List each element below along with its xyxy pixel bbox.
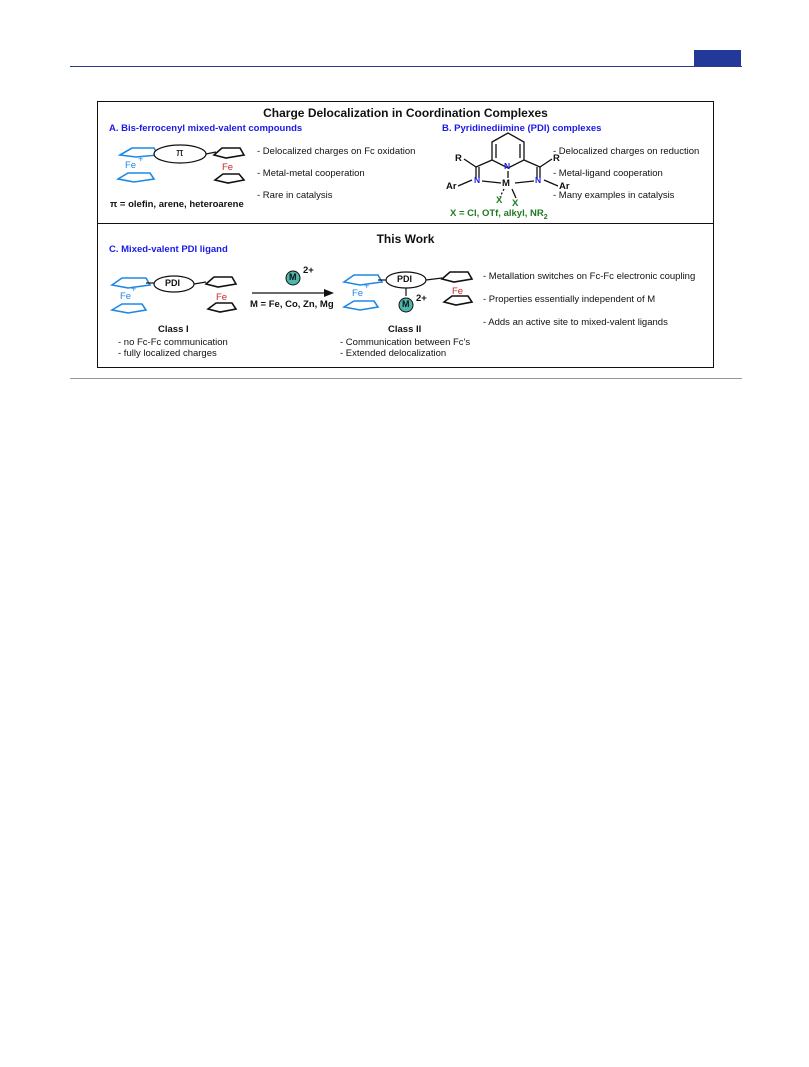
class-2-note-2: - Extended delocalization [340, 348, 447, 359]
panel-a-fe-neutral: Fe [222, 162, 234, 173]
panel-c-heading: C. Mixed-valent PDI ligand [109, 244, 228, 255]
this-work-title: This Work [376, 232, 435, 246]
class-1-note-1: - no Fc-Fc communication [118, 337, 228, 348]
panel-a-charge: + [138, 154, 144, 165]
panel-a-heading: A. Bis-ferrocenyl mixed-valent compounds [109, 123, 303, 134]
panel-c-fe-neutral: Fe [216, 292, 228, 303]
panel-c-pdi-start: PDI [165, 278, 181, 288]
panel-c-charge: + [131, 284, 137, 295]
panel-c-fe-oxidized-product: Fe [352, 288, 364, 299]
footer-rule [70, 378, 742, 379]
pdi-atom-ar-right: Ar [559, 181, 570, 192]
metal-reagent-circle [285, 270, 301, 286]
class-1-note-2: - fully localized charges [118, 348, 217, 359]
panel-c-ferrocenium-product [341, 274, 386, 311]
metal-product-circle [398, 297, 414, 313]
panel-c-bullet-2: - Properties essentially independent of … [483, 294, 656, 305]
class-2-label: Class II [388, 324, 422, 335]
pdi-atom-n-pyridine: N [504, 161, 511, 171]
panel-c-ferrocenium [109, 277, 154, 314]
figure-title: Charge Delocalization in Coordination Co… [263, 106, 548, 120]
panel-a-bullet-2: - Metal-metal cooperation [257, 168, 365, 179]
panel-a-bridge-label: π [176, 147, 184, 159]
pdi-atom-x2: X [512, 198, 519, 209]
reagent-metal: M [289, 272, 297, 282]
panel-b-bullet-2: - Metal-ligand cooperation [553, 168, 663, 179]
panel-c-bullet-1: - Metallation switches on Fc-Fc electron… [483, 271, 696, 282]
pdi-atom-n-right: N [535, 175, 542, 185]
pdi-skeleton [457, 132, 559, 199]
class-1-label: Class I [158, 324, 189, 335]
panel-a-bullet-1: - Delocalized charges on Fc oxidation [257, 146, 416, 157]
panel-c-ferrocene-product [440, 271, 474, 306]
panel-divider [98, 223, 713, 224]
panel-b-bullet-3: - Many examples in catalysis [553, 190, 675, 201]
header-color-tab [694, 50, 741, 66]
figure-box: Charge Delocalization in Coordination Co… [97, 101, 714, 368]
panel-b-heading: B. Pyridinediimine (PDI) complexes [442, 123, 602, 134]
panel-b-bullet-1: - Delocalized charges on reduction [553, 146, 700, 157]
panel-a-bullet-3: - Rare in catalysis [257, 190, 333, 201]
panel-c-fe-neutral-product: Fe [452, 286, 464, 297]
header-rule [70, 66, 742, 67]
panel-c-charge-product: + [364, 281, 370, 292]
pdi-atom-ar-left: Ar [446, 181, 457, 192]
reagent-metal-charge: 2+ [303, 265, 314, 276]
pdi-atom-r1: R [455, 153, 462, 164]
panel-c-ferrocene-start [204, 276, 238, 313]
panel-c-pdi-product: PDI [397, 274, 413, 284]
panel-b-x-note: X = Cl, OTf, alkyl, NR2 [450, 208, 548, 221]
pdi-atom-metal: M [502, 178, 510, 189]
pdi-atom-n-left: N [474, 175, 481, 185]
panel-a-fe-oxidized: Fe [125, 160, 137, 171]
structures-drawing [109, 132, 559, 314]
class-2-note-1: - Communication between Fc's [340, 337, 471, 348]
panel-c-fe-oxidized: Fe [120, 291, 132, 302]
pdi-atom-x1: X [496, 195, 503, 206]
product-metal: M [402, 299, 410, 309]
panel-a-ferrocene [212, 147, 246, 184]
reagent-list: M = Fe, Co, Zn, Mg [250, 299, 334, 310]
pdi-atom-r2: R [553, 153, 560, 164]
panel-c-bullet-3: - Adds an active site to mixed-valent li… [483, 317, 668, 328]
product-metal-charge: 2+ [416, 293, 427, 304]
panel-a-pi-note: π = olefin, arene, heteroarene [110, 199, 244, 210]
